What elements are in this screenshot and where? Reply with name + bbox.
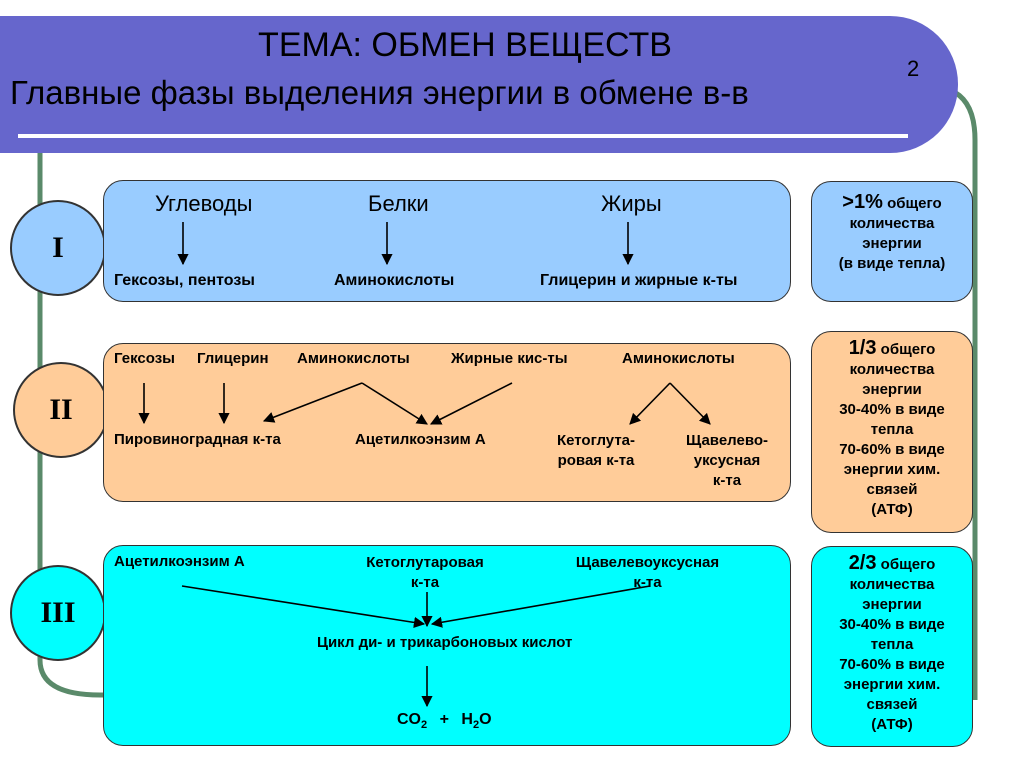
p2-source-amino-acids: Аминокислоты	[297, 350, 410, 367]
source-carbohydrates: Углеводы	[155, 191, 253, 216]
phase-2-energy-line: 30-40% в виде	[839, 401, 945, 418]
phase-3-energy-line: количества	[849, 576, 935, 593]
phase-3-energy-line: (АТФ)	[871, 716, 913, 733]
arrow-acetyl-to-cycle	[181, 585, 426, 628]
phase-2-energy-line: (АТФ)	[871, 501, 913, 518]
p2-oxalo-line: уксусная	[693, 452, 761, 469]
source-fats: Жиры	[601, 191, 662, 216]
slide-title: ТЕМА: ОБМЕН ВЕЩЕСТВ	[258, 26, 672, 64]
phase-1-label: I	[52, 231, 64, 264]
phase-1-energy-rest: общего	[887, 195, 942, 212]
p3-tca-cycle: Цикл ди- и трикарбоновых кислот	[317, 634, 573, 651]
arrow-amino-to-acetyl	[361, 382, 428, 425]
p3-ketoglutaric-acid: Кетоглутаровая к-та	[350, 553, 500, 593]
phase-3-energy-line: 70-60% в виде	[839, 656, 945, 673]
p2-ketoglutaric-acid: Кетоглута- ровая к-та	[551, 431, 641, 471]
phase-2-energy-line: связей	[866, 481, 918, 498]
header-bar	[0, 16, 958, 153]
phase-1-box	[103, 180, 791, 302]
h2o-subscript: 2	[472, 719, 480, 732]
phase-2-label: II	[49, 393, 73, 426]
p3-oxaloacetic-acid: Щавелевоуксусная к-та	[560, 553, 735, 593]
phase-2-energy-pct: 1/3	[848, 337, 877, 359]
phase-1-energy-line: количества	[849, 215, 935, 232]
phase-2-energy-box: 1/3 общего количества энергии 30-40% в в…	[811, 331, 973, 533]
phase-1-energy-line: энергии	[862, 235, 922, 252]
p2-source-glycerol: Глицерин	[197, 350, 269, 367]
phase-3-energy-box: 2/3 общего количества энергии 30-40% в в…	[811, 546, 973, 747]
source-proteins: Белки	[368, 191, 429, 216]
arrow-amino-to-keto	[629, 382, 671, 425]
co2-text: CO	[397, 711, 421, 728]
p2-source-hexoses: Гексозы	[114, 350, 175, 367]
product-hexoses-pentoses: Гексозы, пентозы	[114, 272, 255, 289]
phase-2-energy-line: тепла	[870, 421, 914, 438]
page-number: 2	[907, 56, 920, 81]
phase-3-badge: III	[10, 565, 106, 661]
phase-1-energy-box: >1% общего количества энергии (в виде те…	[811, 181, 973, 302]
p2-oxalo-line: к-та	[712, 472, 742, 489]
phase-3-energy-rest: общего	[880, 556, 936, 573]
phase-2-energy-rest: общего	[880, 341, 936, 358]
h2o-o-text: O	[479, 711, 492, 728]
arrow-amino-to-pyruvate	[262, 382, 363, 423]
p2-keto-line: ровая к-та	[557, 452, 635, 469]
phase-2-energy-line: 70-60% в виде	[839, 441, 945, 458]
p2-keto-line: Кетоглута-	[556, 432, 636, 449]
h2o-h-text: H	[461, 711, 473, 728]
phase-3-energy-line: 30-40% в виде	[839, 616, 945, 633]
p2-acetyl-coa: Ацетилкоэнзим А	[355, 431, 486, 448]
slide-subtitle: Главные фазы выделения энергии в обмене …	[10, 74, 749, 111]
p2-source-fatty-acids: Жирные кис-ты	[451, 350, 568, 367]
phase-2-energy-line: энергии	[862, 381, 922, 398]
phase-3-label: III	[40, 596, 76, 629]
p3-final-products: CO2 + H2O	[397, 711, 492, 731]
p2-pyruvic-acid: Пировиноградная к-та	[114, 431, 281, 448]
phase-3-box	[103, 545, 791, 746]
phase-3-energy-pct: 2/3	[848, 552, 877, 574]
arrow-oxalo-to-cycle	[430, 585, 651, 628]
arrow-amino-to-oxalo	[669, 382, 711, 425]
p3-oxalo-line: к-та	[633, 574, 662, 591]
phase-2-energy-line: количества	[849, 361, 935, 378]
phase-1-energy-pct: >1%	[842, 191, 883, 213]
p2-oxaloacetic-acid: Щавелево- уксусная к-та	[672, 431, 782, 491]
phase-2-energy-line: энергии хим.	[843, 461, 941, 478]
p3-keto-line: Кетоглутаровая	[366, 554, 484, 571]
phase-3-energy-line: связей	[866, 696, 918, 713]
phase-3-energy-line: энергии хим.	[843, 676, 941, 693]
product-amino-acids: Аминокислоты	[334, 272, 455, 289]
phase-3-energy-line: энергии	[862, 596, 922, 613]
p3-keto-line: к-та	[410, 574, 440, 591]
phase-3-energy-line: тепла	[870, 636, 914, 653]
phase-2-box	[103, 343, 791, 502]
arrow-fatty-to-acetyl	[430, 382, 513, 425]
p3-oxalo-line: Щавелевоуксусная	[575, 554, 720, 571]
p3-acetyl-coa: Ацетилкоэнзим А	[114, 553, 245, 570]
product-glycerol-fatty-acids: Глицерин и жирные к-ты	[540, 272, 738, 289]
phase-1-energy-line: (в виде тепла)	[838, 255, 946, 272]
p2-oxalo-line: Щавелево-	[685, 432, 769, 449]
header-underline	[18, 134, 908, 138]
plus-sign: +	[439, 711, 449, 728]
p2-source-amino-acids-2: Аминокислоты	[622, 350, 735, 367]
co2-subscript: 2	[421, 719, 428, 732]
